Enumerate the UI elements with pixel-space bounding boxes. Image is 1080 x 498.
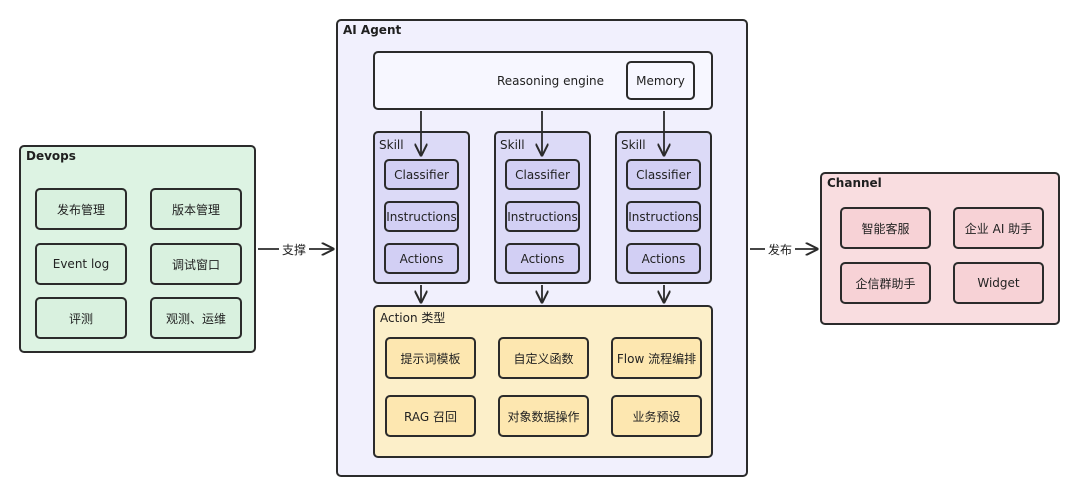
devops-item-release-management: 发布管理 xyxy=(35,188,127,230)
skill-instructions: Instructions xyxy=(384,201,459,232)
channel-item-enterprise-ai-assistant: 企业 AI 助手 xyxy=(953,207,1044,249)
action-type-flow-orchestration: Flow 流程编排 xyxy=(611,337,702,379)
action-types-title: Action 类型 xyxy=(380,311,446,325)
channel-item-widget: Widget xyxy=(953,262,1044,304)
ai-agent-title: AI Agent xyxy=(343,23,402,37)
action-type-rag-recall: RAG 召回 xyxy=(385,395,476,437)
skill-actions: Actions xyxy=(626,243,701,274)
reasoning-engine-label: Reasoning engine xyxy=(497,73,605,88)
skill-instructions: Instructions xyxy=(626,201,701,232)
skill-actions: Actions xyxy=(505,243,580,274)
devops-title: Devops xyxy=(26,149,76,163)
devops-panel: Devops 发布管理 版本管理 Event log 调试窗口 评测 观测、运维 xyxy=(19,145,256,353)
memory-box: Memory xyxy=(626,61,695,100)
skill-title: Skill xyxy=(621,138,646,152)
devops-item-version-management: 版本管理 xyxy=(150,188,242,230)
skill-classifier: Classifier xyxy=(505,159,580,190)
skill-classifier: Classifier xyxy=(384,159,459,190)
channel-title: Channel xyxy=(827,176,882,190)
devops-item-debug-window: 调试窗口 xyxy=(150,243,242,285)
devops-item-event-log: Event log xyxy=(35,243,127,285)
skill-card-1: Skill Classifier Instructions Actions xyxy=(373,131,470,284)
support-edge-label: 支撑 xyxy=(279,241,310,258)
devops-item-evaluation: 评测 xyxy=(35,297,127,339)
skill-classifier: Classifier xyxy=(626,159,701,190)
action-type-prompt-template: 提示词模板 xyxy=(385,337,476,379)
devops-item-observability: 观测、运维 xyxy=(150,297,242,339)
action-type-custom-function: 自定义函数 xyxy=(498,337,589,379)
skill-card-2: Skill Classifier Instructions Actions xyxy=(494,131,591,284)
skill-title: Skill xyxy=(500,138,525,152)
action-types-panel: Action 类型 提示词模板 自定义函数 Flow 流程编排 RAG 召回 对… xyxy=(373,305,713,458)
channel-item-group-assistant: 企信群助手 xyxy=(840,262,931,304)
channel-panel: Channel 智能客服 企业 AI 助手 企信群助手 Widget xyxy=(820,172,1060,325)
action-type-object-data-operation: 对象数据操作 xyxy=(498,395,589,437)
skill-card-3: Skill Classifier Instructions Actions xyxy=(615,131,712,284)
skill-actions: Actions xyxy=(384,243,459,274)
channel-item-smart-service: 智能客服 xyxy=(840,207,931,249)
skill-instructions: Instructions xyxy=(505,201,580,232)
action-type-business-preset: 业务预设 xyxy=(611,395,702,437)
skill-title: Skill xyxy=(379,138,404,152)
publish-edge-label: 发布 xyxy=(765,241,796,258)
